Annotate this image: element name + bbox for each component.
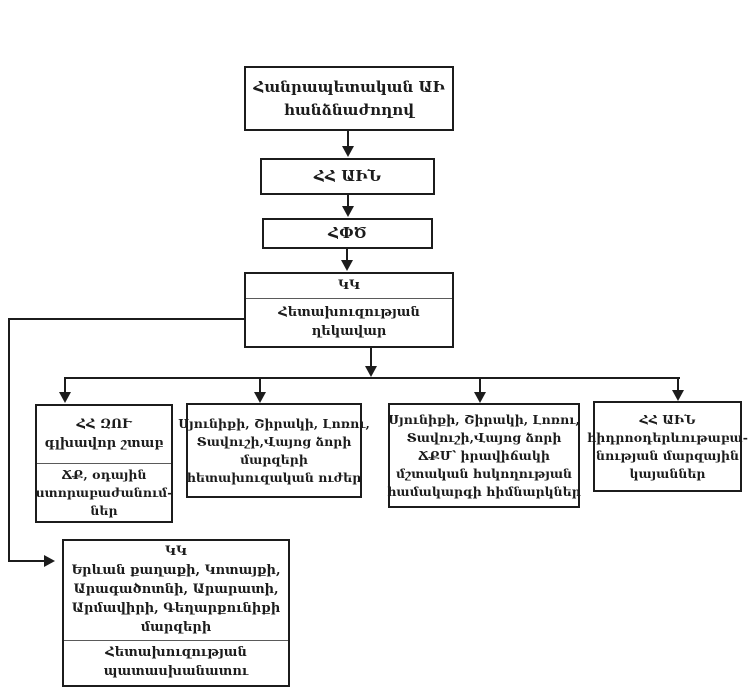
node-text-line: ստորաբաժանում- xyxy=(35,484,173,500)
node-text-line: ՀՀ ԶՈՒ xyxy=(76,416,132,432)
arrow-right-icon xyxy=(44,555,55,567)
node-text-line: Տավուշի,Վայոց ձորի xyxy=(196,433,352,449)
node-ministry-ain: ՀՀ ԱԻՆ xyxy=(260,158,435,195)
connector-line xyxy=(8,318,10,562)
node-text-line: Երևան քաղաքի, Կոտայքի, xyxy=(71,563,281,579)
node-text-line: Սյունիքի, Շիրակի, Լոռու, xyxy=(388,411,580,427)
arrow-down-icon xyxy=(365,366,377,377)
connector-line xyxy=(259,377,261,393)
node-kk-marz-recon-responsible: ԿԿ Երևան քաղաքի, Կոտայքի, Արագածոտնի, Ար… xyxy=(62,539,290,687)
connector-line xyxy=(347,195,349,207)
connector-line xyxy=(8,318,244,320)
node-text-line: հիդրոօդերևութաբա- xyxy=(587,429,748,445)
node-text-line: կայաններ xyxy=(629,465,706,481)
node-text-line: ՀՀ ԱԻՆ xyxy=(313,167,382,186)
node-hydromet-stations: ՀՀ ԱԻՆ հիդրոօդերևութաբա- նության մարզայի… xyxy=(587,401,748,492)
arrow-down-icon xyxy=(254,392,266,403)
arrow-down-icon xyxy=(342,146,354,157)
node-text-line: ՀՀ ԱԻՆ xyxy=(639,411,696,427)
arrow-down-icon xyxy=(672,390,684,401)
node-kk-recon-head: ԿԿ Հետախուզության ղեկավար xyxy=(244,272,454,348)
node-text-line: Արագածոտնի, Արարատի, xyxy=(73,582,279,598)
connector-line xyxy=(64,377,66,393)
node-general-staff: ՀՀ ԶՈՒ գլխավոր շտաբ ՃՔ, օդային ստորաբաժա… xyxy=(35,404,173,523)
node-text-line: Հետախուզության xyxy=(105,645,247,661)
arrow-down-icon xyxy=(341,260,353,271)
node-text-line: ՃՔ, օդային xyxy=(61,466,147,482)
node-text-line: Հետախուզության xyxy=(278,304,420,320)
arrow-down-icon xyxy=(474,392,486,403)
node-text-line: Հանրապետական ԱԻ xyxy=(253,78,445,96)
connector-line xyxy=(347,131,349,147)
node-text-line: ներ xyxy=(90,502,118,518)
arrow-down-icon xyxy=(342,206,354,217)
node-text-line: պատասխանատու xyxy=(103,664,249,679)
node-text-line: ՃՔՄ՝ իրավիճակի xyxy=(418,447,550,463)
node-text-line: հանձնաժողով xyxy=(283,100,415,119)
node-text-line: ԿԿ xyxy=(338,277,360,293)
node-text-line: հետախուզական ուժեր xyxy=(186,469,362,485)
arrow-down-icon xyxy=(59,392,71,403)
node-monitoring-institutions: Սյունիքի, Շիրակի, Լոռու, Տավուշի,Վայոց ձ… xyxy=(387,403,581,508)
connector-line xyxy=(8,560,44,562)
node-text-line: Սյունիքի, Շիրակի, Լոռու, xyxy=(178,415,370,431)
connector-line xyxy=(479,377,481,393)
node-text-line: մարզերի xyxy=(240,451,308,467)
connector-line xyxy=(370,348,372,367)
node-text-line: ՀՓԾ xyxy=(328,224,367,243)
node-marz-recon-forces: Սյունիքի, Շիրակի, Լոռու, Տավուշի,Վայոց ձ… xyxy=(178,403,370,498)
node-rescue-service-hpts: ՀՓԾ xyxy=(262,218,433,249)
node-text-line: համակարգի հիմնարկներ xyxy=(387,483,581,499)
node-text-line: Արմավիրի, Գեղարքունիքի xyxy=(71,600,281,616)
node-text-line: ԿԿ xyxy=(165,544,187,560)
node-text-line: նության մարզային xyxy=(595,447,740,463)
node-text-line: Տավուշի,Վայոց ձորի xyxy=(406,429,562,445)
node-text-line: ղեկավար xyxy=(311,323,387,339)
node-republican-emergency-commission: Հանրապետական ԱԻ հանձնաժողով xyxy=(244,66,454,131)
connector-line xyxy=(346,249,348,261)
connector-line xyxy=(64,377,680,379)
connector-line xyxy=(677,377,679,391)
node-text-line: մշտական հսկողության xyxy=(395,465,573,481)
node-text-line: մարզերի xyxy=(140,619,212,635)
node-text-line: գլխավոր շտաբ xyxy=(44,435,164,451)
